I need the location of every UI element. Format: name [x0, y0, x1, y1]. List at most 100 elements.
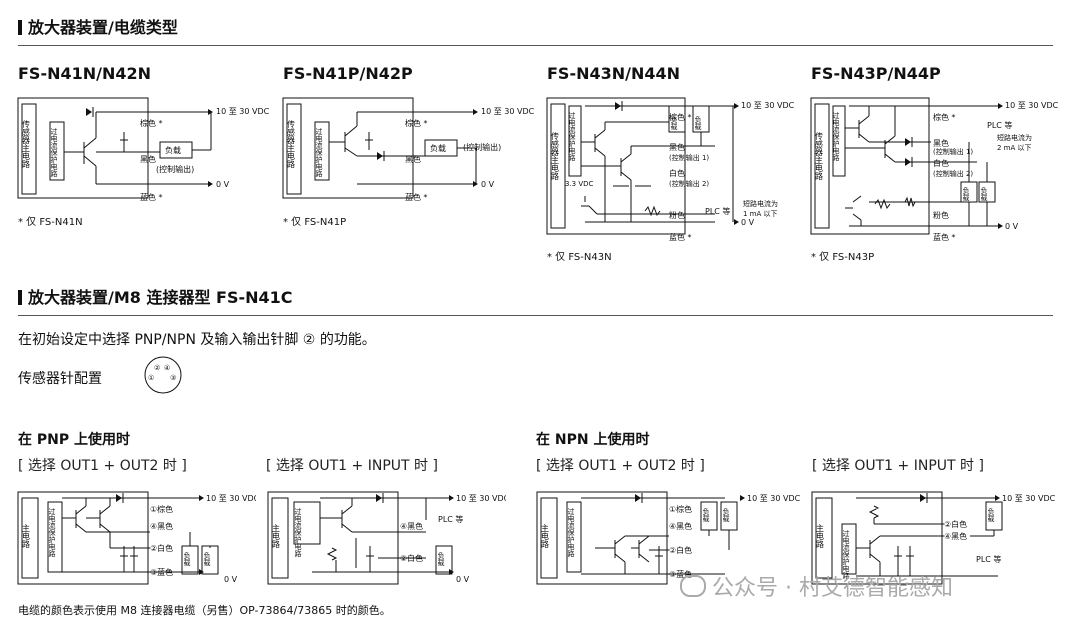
supply-voltage: 10 至 30 VDC	[1002, 494, 1056, 503]
pin-4-black: ④黑色	[150, 521, 173, 531]
protection-label: 过电流保护电路	[567, 507, 575, 558]
section-title-connector: 放大器装置/M8 连接器型 FS-N41C	[18, 284, 293, 308]
section-divider-2	[18, 315, 1053, 316]
footer-note: 电缆的颜色表示使用 M8 连接器电缆（另售）OP-73864/73865 时的颜…	[18, 604, 391, 617]
protection-label: 过电流保护电路	[50, 127, 58, 178]
load-box-1: 负载	[670, 115, 678, 131]
watermark-text: 公众号 · 村艾德智能感知	[680, 570, 953, 602]
short-current-2: 1 mA 以下	[743, 210, 778, 218]
model-title-n41p: FS-N41P/N42P	[283, 64, 413, 83]
load-box-1: 负载	[183, 551, 191, 567]
zero-volt: 0 V	[216, 180, 230, 189]
pin-4: ④	[164, 364, 170, 372]
circuit-npn-out1-input: 主电路 过电流保护电路 负载 10 至 30 VDC ②白色 ④黑色 PLC 等	[811, 491, 1056, 585]
zero-volt: 0 V	[224, 575, 238, 584]
load-box: 负载	[165, 145, 181, 155]
pin-2-white: ②白色	[669, 545, 692, 555]
control-output: (控制输出)	[156, 164, 194, 174]
supply-voltage: 10 至 30 VDC	[481, 107, 535, 116]
supply-voltage: 10 至 30 VDC	[206, 494, 256, 503]
zero-volt: 0 V	[741, 218, 755, 227]
protection-label: 过电流保护电路	[315, 127, 323, 178]
load-box-2: 负载	[722, 507, 730, 523]
supply-voltage: 10 至 30 VDC	[741, 101, 795, 110]
blue-wire: 蓝色 *	[933, 232, 956, 242]
supply-voltage: 10 至 30 VDC	[747, 494, 801, 503]
short-current-1: 短路电流为	[997, 133, 1032, 142]
brown-wire: 棕色 *	[933, 112, 956, 122]
footnote-n43n: * 仅 FS-N43N	[547, 252, 612, 263]
circuit-pnp-out1-out2: 主电路 过电流保护电路 负载 负载 10 至 30 VDC 0 V ①棕色 ④黑…	[17, 491, 256, 585]
supply-voltage: 10 至 30 VDC	[456, 494, 506, 503]
footnote-n41n: * 仅 FS-N41N	[18, 217, 83, 228]
load-box-2: 负载	[980, 186, 988, 202]
protection-label: 过电流保护电路	[294, 507, 302, 558]
pin-2: ②	[154, 364, 160, 372]
main-circuit-label: 传感器主电路	[22, 119, 31, 168]
footnote-n43p: * 仅 FS-N43P	[811, 252, 875, 263]
wechat-icon	[680, 575, 706, 597]
circuit-diagram-n43n: 传感器主电路 过电流保护电路 负载 负载 10 至 30 VDC 0 V 棕色 …	[546, 97, 795, 242]
load-box-1: 负载	[702, 507, 710, 523]
circuit-pnp-out1-input: 主电路 过电流保护电路 负载 10 至 30 VDC 0 V PLC 等 ④黑色…	[267, 491, 506, 585]
pin-1: ①	[148, 374, 154, 382]
model-title-n41n: FS-N41N/N42N	[18, 64, 152, 83]
protection-label: 过电流保护电路	[568, 111, 576, 162]
mode-label-npn-input: [ 选择 OUT1 + INPUT 时 ]	[812, 458, 984, 474]
mode-label-pnp-input: [ 选择 OUT1 + INPUT 时 ]	[266, 458, 438, 474]
pin-1-brown: ①棕色	[150, 504, 173, 514]
control-output-1: (控制输出 1)	[669, 153, 709, 162]
black-wire: 黑色	[669, 142, 685, 152]
pin-1-brown: ①棕色	[669, 504, 692, 514]
blue-wire: 蓝色 *	[669, 232, 692, 242]
load-box-2: 负载	[694, 115, 702, 131]
black-wire: 黑色	[140, 154, 156, 164]
blue-wire: 蓝色 *	[405, 192, 428, 202]
pnp-heading: 在 PNP 上使用时	[18, 432, 130, 448]
model-title-n43n: FS-N43N/N44N	[547, 64, 681, 83]
mode-label-pnp-out2: [ 选择 OUT1 + OUT2 时 ]	[18, 458, 187, 474]
control-output-2: (控制输出 2)	[669, 179, 709, 188]
control-output-2: (控制输出 2)	[933, 169, 973, 178]
blue-wire: 蓝色 *	[140, 192, 163, 202]
pin-3-blue: ③蓝色	[150, 567, 173, 577]
short-current-2: 2 mA 以下	[997, 144, 1032, 152]
pin-3: ③	[170, 374, 176, 382]
load-box-2: 负载	[203, 551, 211, 567]
pin-config-label: 传感器针配置	[18, 371, 102, 387]
control-output-1: (控制输出 1)	[933, 147, 973, 156]
pin-config-diagram: ② ④ ① ③	[144, 356, 182, 394]
section-divider	[18, 45, 1053, 46]
main-circuit-label: 主电路	[816, 523, 825, 548]
pin-2-white: ②白色	[400, 553, 423, 563]
main-circuit-label: 传感器主电路	[815, 131, 824, 180]
internal-voltage: 3.3 VDC	[565, 180, 594, 188]
plc-label: PLC 等	[976, 554, 1001, 564]
footnote-n41p: * 仅 FS-N41P	[283, 217, 347, 228]
main-circuit-label: 传感器主电路	[287, 119, 296, 168]
plc-label: PLC 等	[705, 206, 730, 216]
mode-label-npn-out2: [ 选择 OUT1 + OUT2 时 ]	[536, 458, 705, 474]
white-wire: 白色	[669, 168, 685, 178]
circuit-diagram-n41n: 传感器主电路 过电流保护电路 负载 10 至 30 VDC 0 V 棕色 * 黑…	[17, 97, 270, 202]
brown-wire: 棕色 *	[140, 118, 163, 128]
zero-volt: 0 V	[1005, 222, 1019, 231]
pin-2-white: ②白色	[150, 543, 173, 553]
brown-wire: 棕色 *	[669, 112, 692, 122]
circuit-npn-out1-out2: 主电路 过电流保护电路 负载 负载 10 至 30 VDC ①棕色 ④黑色 ②白…	[536, 491, 801, 585]
main-circuit-label: 主电路	[22, 523, 31, 548]
pin-4-black: ④黑色	[669, 521, 692, 531]
load-box: 负载	[437, 551, 445, 567]
section-title-cable: 放大器装置/电缆类型	[18, 14, 178, 38]
pin-3-blue: ③蓝色	[669, 569, 692, 579]
main-circuit-label: 传感器主电路	[551, 131, 560, 180]
black-wire: 黑色	[405, 154, 421, 164]
supply-voltage: 10 至 30 VDC	[1005, 101, 1059, 110]
pin-4-black: ④黑色	[944, 531, 967, 541]
black-wire: 黑色	[933, 138, 949, 148]
supply-voltage: 10 至 30 VDC	[216, 107, 270, 116]
pink-wire: 粉色	[933, 210, 949, 220]
npn-heading: 在 NPN 上使用时	[536, 432, 650, 448]
zero-volt: 0 V	[456, 575, 470, 584]
load-box: 负载	[430, 143, 446, 153]
